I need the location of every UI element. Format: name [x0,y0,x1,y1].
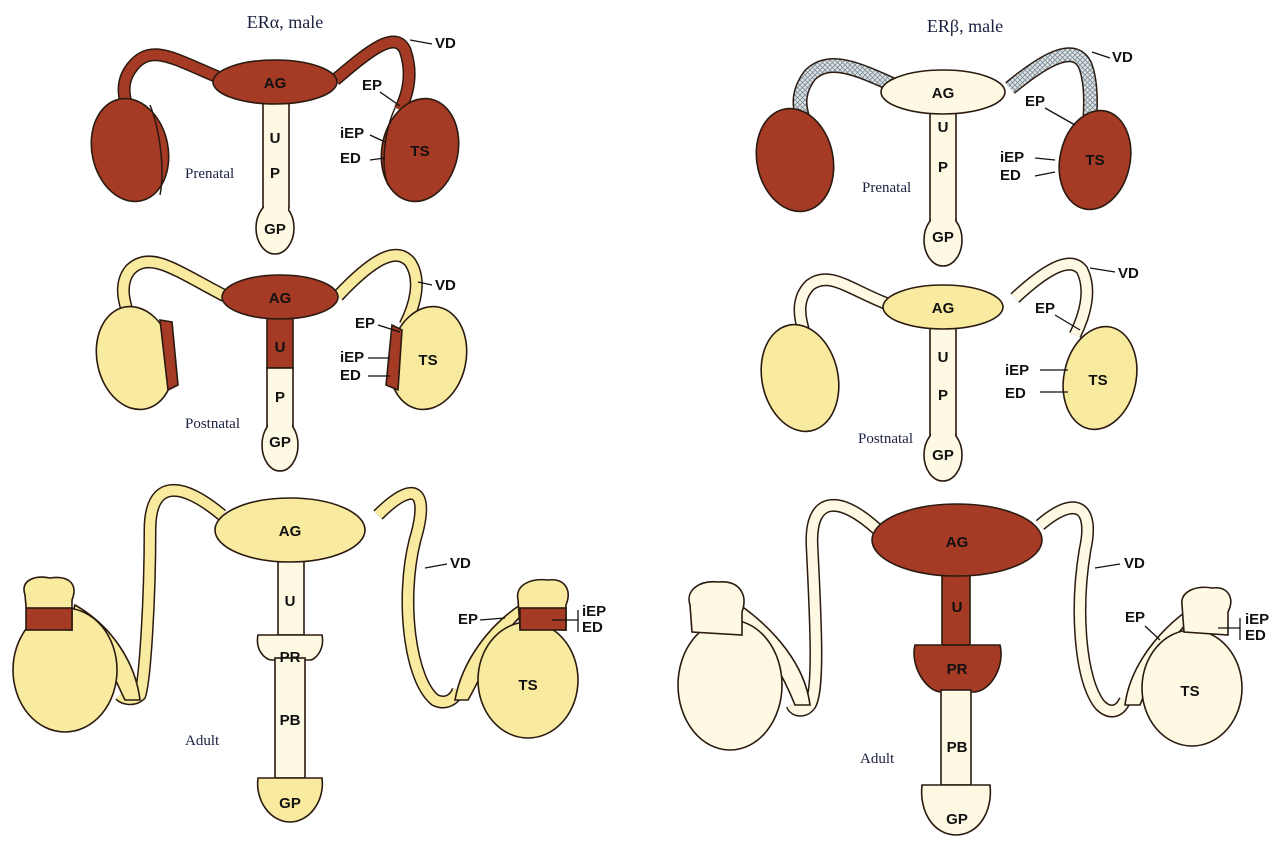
label-gp: GP [279,795,301,812]
label-ts: TS [410,143,429,160]
label-ts: TS [1085,152,1104,169]
label-vd: VD [1112,49,1133,66]
label-iep: iEP [340,125,364,142]
label-ts: TS [1180,683,1199,700]
label-ed: ED [1005,385,1026,402]
er-beta-adult-diagram: AG U PR PB GP TS VD EP iEP ED Adult [678,504,1269,835]
label-iep: iEP [340,349,364,366]
panel-title-er-beta: ERβ, male [927,16,1003,36]
label-ag: AG [932,300,955,317]
er-beta-postnatal-diagram: AG U P GP TS VD EP iEP ED Postnatal [752,264,1146,481]
stage-label-prenatal: Prenatal [862,180,911,196]
label-u: U [938,349,949,366]
label-u: U [938,119,949,136]
label-vd: VD [435,35,456,52]
stage-label-adult: Adult [185,733,220,749]
stage-label-postnatal: Postnatal [858,431,913,447]
er-alpha-prenatal-diagram: AG U P GP TS VD EP iEP ED Prenatal [82,35,468,254]
label-vd: VD [1118,265,1139,282]
label-u: U [285,593,296,610]
label-ag: AG [279,523,302,540]
label-ed: ED [340,367,361,384]
label-vd: VD [435,277,456,294]
label-pb: PB [947,739,968,756]
label-gp: GP [269,434,291,451]
label-ep: EP [1125,609,1145,626]
label-ep: EP [458,611,478,628]
er-alpha-adult-diagram: AG U PR PB GP TS VD EP iEP ED Adult [13,490,606,822]
label-ep: EP [355,315,375,332]
label-u: U [952,599,963,616]
label-ed: ED [1245,627,1266,644]
label-ed: ED [340,150,361,167]
label-iep: iEP [582,603,606,620]
label-ed: ED [1000,167,1021,184]
label-iep: iEP [1000,149,1024,166]
panel-title-er-alpha: ERα, male [247,12,323,32]
label-iep: iEP [1005,362,1029,379]
label-p: P [275,389,285,406]
label-gp: GP [932,229,954,246]
label-gp: GP [946,811,968,828]
label-iep: iEP [1245,611,1269,628]
label-p: P [938,387,948,404]
label-ag: AG [264,75,287,92]
label-ts: TS [1088,372,1107,389]
label-ed: ED [582,619,603,636]
stage-label-postnatal: Postnatal [185,416,240,432]
label-pr: PR [947,661,968,678]
label-ep: EP [1025,93,1045,110]
label-gp: GP [932,447,954,464]
label-p: P [270,165,280,182]
er-beta-prenatal-diagram: AG U P GP TS VD EP iEP ED Prenatal [747,49,1140,266]
label-ts: TS [418,352,437,369]
label-ts: TS [518,677,537,694]
stage-label-prenatal: Prenatal [185,166,234,182]
label-vd: VD [450,555,471,572]
stage-label-adult: Adult [860,751,895,767]
label-pb: PB [280,712,301,729]
label-u: U [275,339,286,356]
label-ep: EP [1035,300,1055,317]
label-p: P [938,159,948,176]
label-ag: AG [946,534,969,551]
label-ag: AG [269,290,292,307]
label-vd: VD [1124,555,1145,572]
label-ag: AG [932,85,955,102]
label-u: U [270,130,281,147]
label-ep: EP [362,77,382,94]
label-gp: GP [264,221,286,238]
er-alpha-postnatal-diagram: AG U P GP TS VD EP iEP ED Postnatal [87,255,476,471]
label-pr: PR [280,649,301,666]
